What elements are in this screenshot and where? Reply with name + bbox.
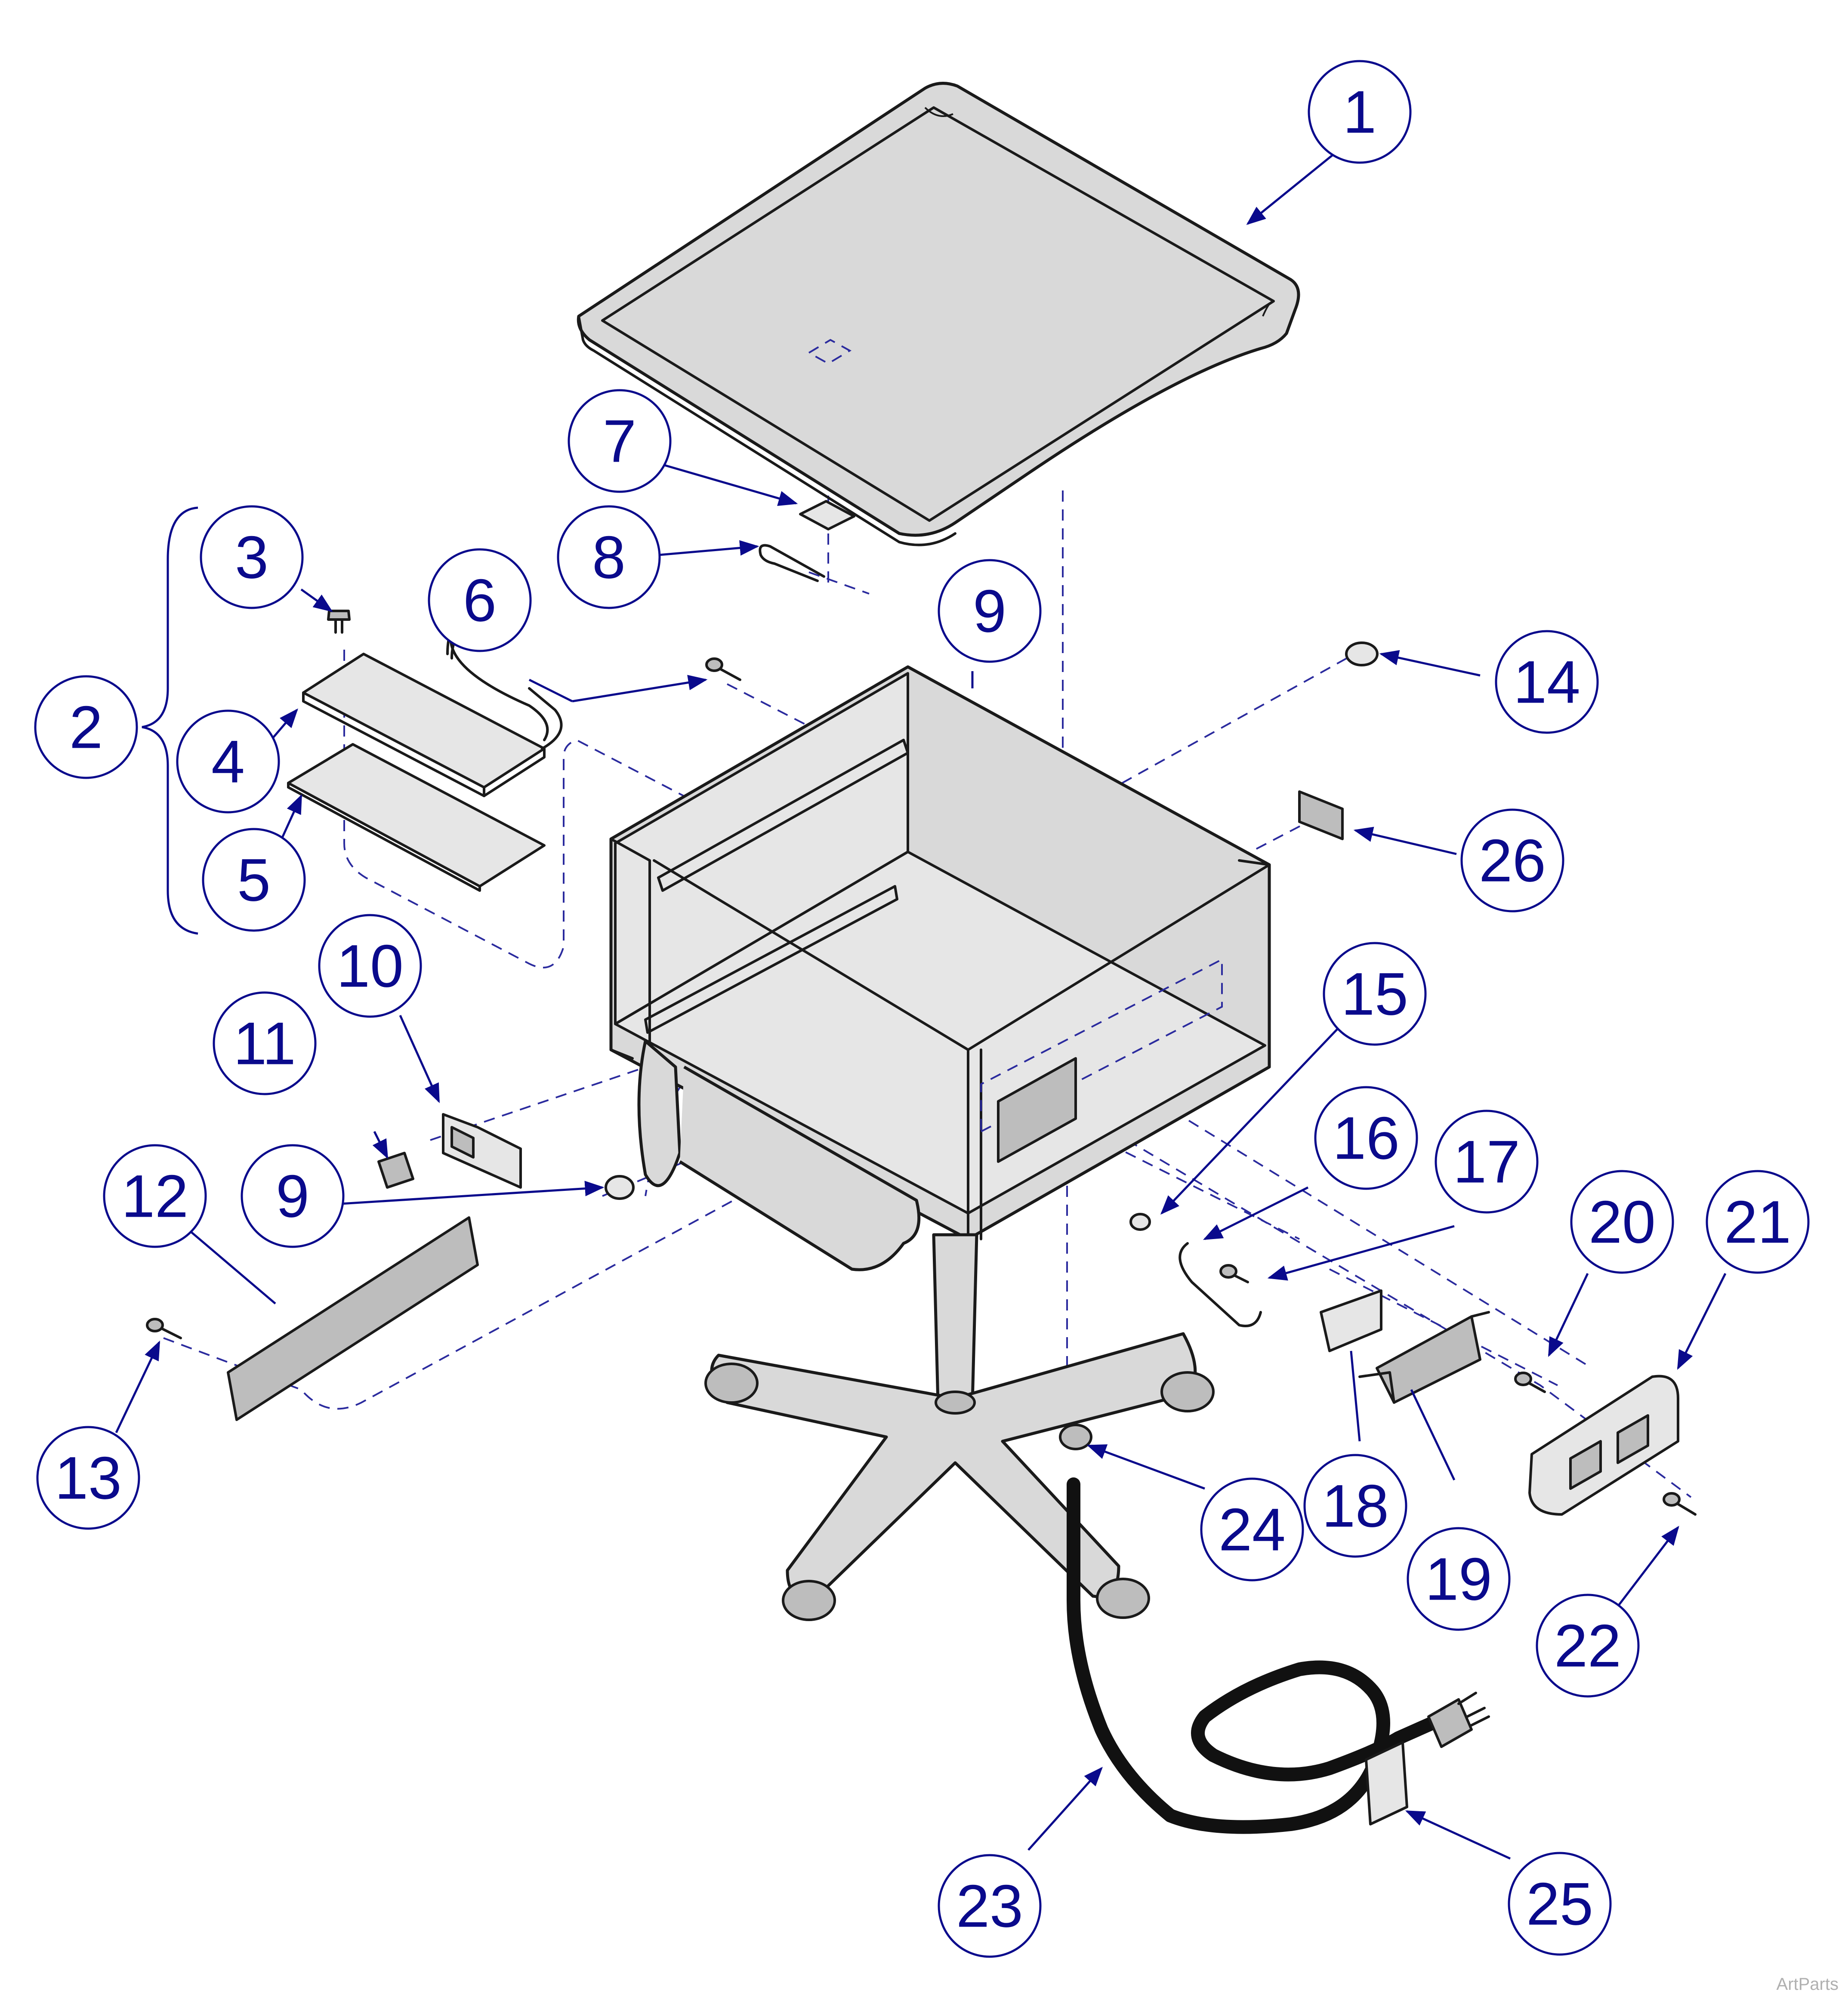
callout-label: 21 [1724,1188,1791,1256]
ground-wire-part-16 [1179,1242,1262,1327]
callout-label: 23 [956,1872,1023,1940]
strain-relief-part-24 [1059,1424,1092,1450]
callout-label: 4 [211,728,245,795]
callout-19: 19 [1407,1527,1511,1631]
callout-24: 24 [1200,1477,1304,1582]
watermark-text: ArtParts [1776,1975,1839,1994]
callout-21: 21 [1706,1170,1810,1274]
callout-label: 1 [1343,78,1376,146]
callout-label: 25 [1526,1870,1593,1938]
callout-13: 13 [36,1426,140,1530]
callout-7: 7 [568,389,672,493]
plate-part-5 [287,743,546,892]
callout-15: 15 [1323,942,1427,1046]
clip-part-8 [759,544,825,582]
cabinet-box [609,665,1271,1241]
screw-part-13 [146,1318,182,1339]
label-part-26 [1298,790,1344,840]
callout-label: 9 [276,1162,309,1230]
callout-label: 9 [973,577,1006,645]
callout-12: 12 [103,1144,207,1248]
callout-label: 10 [336,932,404,1000]
bumper-part-14 [1345,641,1379,666]
screw-part-22 [1663,1492,1697,1516]
callout-3: 3 [200,505,304,609]
panel-part-12 [227,1216,479,1421]
callout-17: 17 [1435,1110,1539,1214]
label-part-18 [1320,1289,1382,1352]
callout-label: 8 [592,524,626,591]
screw-part-6 [705,657,741,681]
callout-label: 2 [69,694,103,761]
callout-label: 17 [1453,1128,1520,1196]
callout-label: 19 [1425,1545,1492,1613]
callout-1: 1 [1308,60,1412,164]
bumper-part-9 [605,1175,635,1200]
callout-label: 22 [1554,1612,1621,1680]
callout-22: 22 [1536,1594,1640,1698]
callout-6: 6 [428,548,532,652]
screw-part-17 [1219,1264,1249,1283]
switch-plate-part-10 [442,1113,522,1189]
callout-label: 26 [1479,827,1546,894]
tray-top [577,82,1300,546]
callout-14: 14 [1495,630,1599,734]
callout-label: 16 [1333,1104,1400,1172]
callout-label: 3 [235,524,268,591]
switch-part-11 [377,1152,414,1189]
receptacle-part-19 [1358,1311,1490,1404]
tag-part-25 [1365,1741,1408,1825]
callout-label: 7 [603,407,636,475]
screw-part-20 [1514,1372,1546,1393]
callout-9-top: 9 [938,559,1042,663]
callout-20: 20 [1570,1170,1674,1274]
pad-part-7 [799,500,855,530]
callout-label: 6 [463,567,497,634]
power-cord-part-23 [1067,1477,1490,1834]
leader-lines [115,150,1727,1860]
callout-label: 20 [1589,1188,1656,1256]
callout-11: 11 [213,991,317,1095]
callout-label: 14 [1513,648,1580,716]
callout-16: 16 [1314,1086,1418,1190]
group-bracket-2 [142,506,198,935]
callout-25: 25 [1508,1852,1612,1956]
callout-26: 26 [1460,808,1564,913]
callout-label: 18 [1322,1472,1389,1540]
callout-label: 5 [237,846,271,914]
callout-23: 23 [938,1854,1042,1958]
callout-18: 18 [1303,1454,1407,1558]
callout-label: 13 [55,1444,122,1512]
callout-2: 2 [34,675,138,779]
callout-10: 10 [318,914,422,1018]
callout-5: 5 [202,828,306,932]
callout-label: 15 [1341,960,1408,1028]
callout-label: 12 [121,1162,188,1230]
screw-part-3 [327,610,351,634]
callout-9-bottom: 9 [241,1144,345,1248]
callout-4: 4 [176,709,280,814]
washer-part-15 [1129,1213,1151,1231]
callout-label: 24 [1219,1496,1286,1563]
callout-label: 11 [233,1010,296,1077]
cover-plate-part-21 [1528,1375,1679,1516]
callout-8: 8 [557,505,661,609]
